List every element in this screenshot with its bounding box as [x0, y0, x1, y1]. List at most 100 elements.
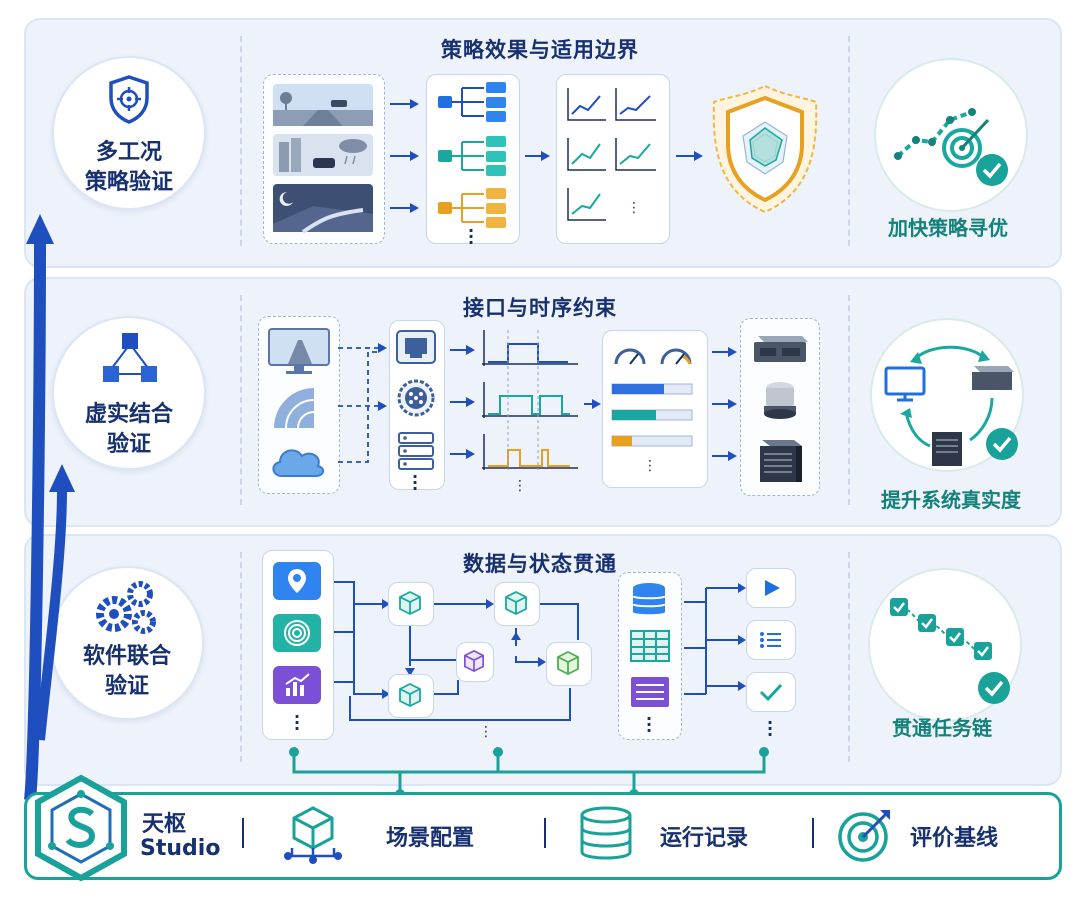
map-pin-app-icon	[273, 562, 321, 600]
list-task-node	[746, 620, 796, 660]
separator	[812, 818, 814, 848]
mini-line-charts: ⋮	[567, 88, 656, 221]
divider	[240, 552, 242, 762]
database-icon	[632, 583, 666, 615]
cube-icon	[505, 590, 527, 616]
module-node	[494, 582, 540, 626]
outcome-label: 贯通任务链	[892, 716, 992, 740]
lidar-sensor-icon	[764, 382, 796, 419]
strategy-tree-orange	[438, 188, 506, 228]
right-circle-realism	[870, 318, 1024, 472]
scenario-night-road-image	[273, 184, 373, 234]
bar-chart-app-icon	[273, 666, 321, 704]
scenario-day-road-image	[273, 84, 373, 126]
footer-item-eval-baseline: 评价基线	[910, 826, 999, 851]
check-task-node	[746, 672, 796, 712]
left-circle-hil: 虚实结合 验证	[52, 316, 206, 470]
right-circle-taskchain	[868, 568, 1022, 722]
ellipsis-vertical: ···	[293, 707, 301, 738]
left-label-line1: 软件联合	[82, 644, 171, 669]
metric-charts-box	[556, 74, 670, 244]
strategy-tree-teal	[438, 136, 506, 176]
module-node	[388, 582, 434, 626]
scenario-city-rain-image	[273, 134, 373, 176]
left-circle-software: 软件联合 验证	[50, 566, 204, 720]
server-rack-icon	[398, 432, 434, 470]
arrow	[450, 345, 475, 355]
left-label-line1: 多工况	[95, 140, 162, 165]
arrow	[712, 347, 737, 357]
ellipsis-vertical: ···	[467, 221, 475, 252]
upward-flow-arrows	[24, 214, 75, 801]
ecu-device-icon	[754, 336, 808, 362]
arrow	[390, 151, 419, 161]
arrow	[525, 151, 550, 161]
left-label-line2: 验证	[106, 432, 151, 457]
section-title: 数据与状态贯通	[463, 552, 617, 576]
connector-pins-icon	[397, 379, 435, 417]
monitor-road-icon	[268, 328, 330, 374]
list-records-icon	[631, 677, 669, 707]
trend-target-icon	[894, 108, 1008, 186]
server-tower-icon	[760, 440, 802, 482]
strategy-tree-blue	[438, 82, 506, 122]
svg-text:⋮: ⋮	[627, 200, 641, 216]
database-stack-icon	[580, 806, 632, 860]
arrow	[450, 397, 475, 407]
play-task-node	[746, 568, 796, 608]
divider	[848, 295, 850, 505]
footer-bar	[24, 792, 1062, 880]
arrow	[712, 451, 737, 461]
ethernet-port-icon	[396, 330, 436, 364]
cubes-network-icon	[103, 333, 157, 382]
arrow	[390, 203, 419, 213]
section-title: 接口与时序约束	[463, 296, 617, 320]
outcome-label: 提升系统真实度	[881, 488, 1021, 512]
checklist-icon	[760, 632, 781, 648]
separator	[242, 818, 244, 848]
cube-icon	[399, 590, 421, 616]
footer-item-run-logs: 运行记录	[660, 826, 749, 851]
footer-item-scene-config: 场景配置	[386, 826, 475, 851]
cube-icon	[399, 682, 421, 708]
separator	[544, 818, 546, 848]
tianshu-logo-icon	[35, 774, 127, 882]
arrow	[676, 151, 703, 161]
brand-product: Studio	[140, 836, 221, 861]
left-label-line2: 验证	[104, 674, 149, 699]
dashed-connectors	[338, 343, 387, 463]
radar-app-icon	[273, 614, 321, 652]
arrow	[450, 449, 475, 459]
ellipsis-vertical: ···	[766, 713, 774, 744]
svg-text:⋮: ⋮	[643, 458, 657, 474]
arrow	[390, 99, 419, 109]
output-connectors	[684, 583, 746, 695]
arrow	[712, 399, 737, 409]
ellipsis-vertical: ···	[411, 467, 419, 498]
table-grid-icon	[630, 630, 670, 662]
left-label-line2: 策略验证	[84, 170, 173, 195]
svg-text:⋮: ⋮	[513, 478, 527, 494]
gauges-progress-icon: ⋮	[611, 348, 693, 474]
brand-name: 天枢	[142, 812, 187, 837]
shield-radar-icon	[712, 84, 818, 214]
left-label-line1: 虚实结合	[84, 402, 173, 427]
svg-text:⋮: ⋮	[479, 724, 493, 740]
hil-loop-icon	[884, 345, 1018, 466]
gears-icon	[96, 581, 156, 634]
divider	[848, 552, 850, 762]
divider	[240, 36, 242, 246]
divider	[240, 295, 242, 505]
target-arrow-icon	[838, 810, 890, 862]
checklist-chain-icon	[890, 598, 1010, 704]
outcome-label: 加快策略寻优	[888, 216, 1008, 240]
divider	[848, 36, 850, 246]
ellipsis-vertical: ···	[645, 709, 653, 740]
section-title: 策略效果与适用边界	[441, 38, 639, 62]
radar-sensor-icon	[274, 388, 315, 429]
cube-icon	[557, 650, 579, 676]
cube-icon	[464, 649, 484, 673]
left-circle-strategy: 多工况 策略验证	[52, 56, 206, 210]
arrow	[584, 399, 601, 409]
shield-target-icon	[109, 75, 149, 124]
